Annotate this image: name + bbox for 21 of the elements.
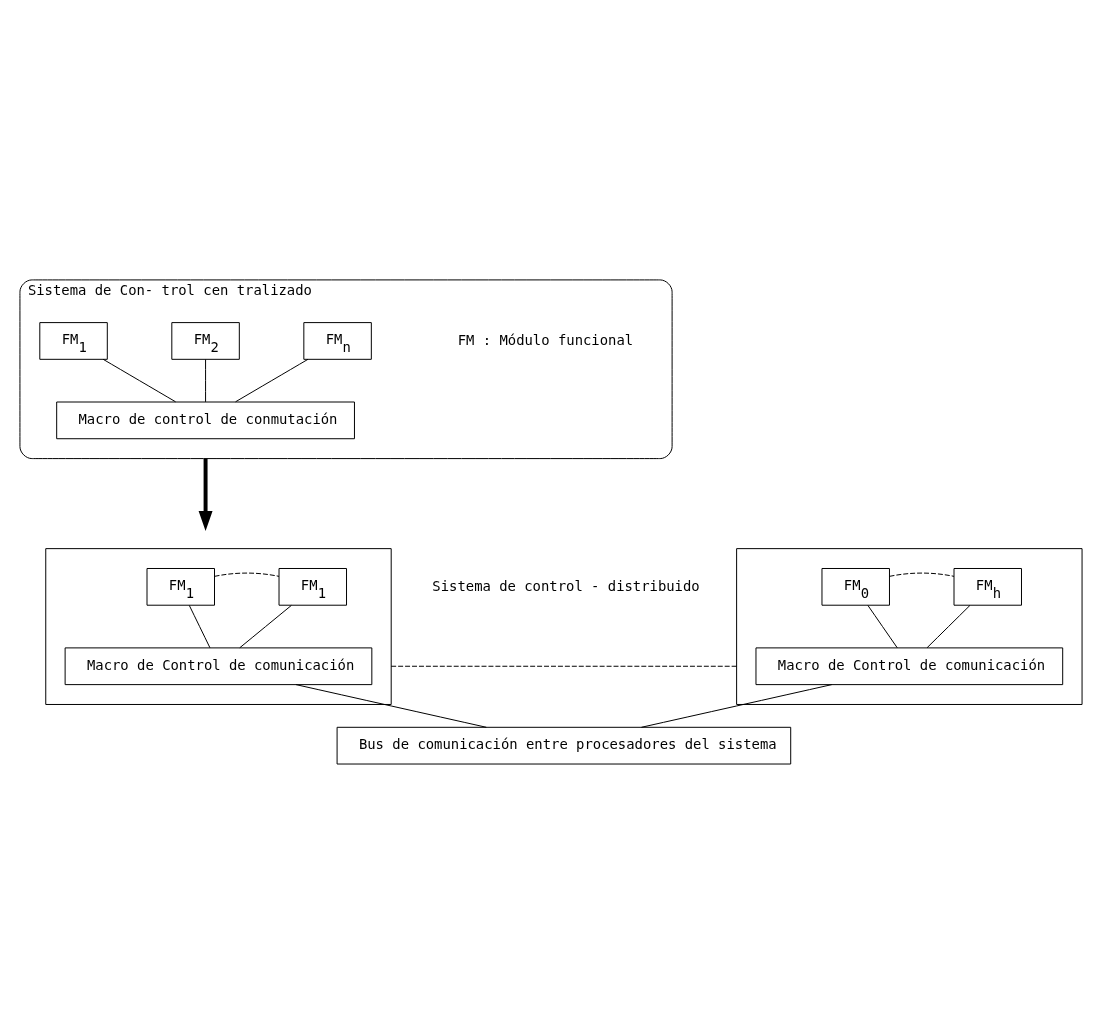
cluster — [736, 547, 1083, 705]
connector — [889, 572, 955, 577]
node-box: Macro de Control de comunicación — [755, 646, 1064, 685]
node-box: Macro de Control de comunicación — [64, 646, 373, 685]
connector — [640, 683, 833, 728]
node-box: Macro de control de conmutación — [56, 401, 355, 439]
connector — [390, 665, 738, 667]
connector — [235, 358, 309, 402]
arrow — [198, 458, 213, 531]
connector — [295, 683, 487, 728]
node-box: Bus de comunicación entre procesadores del sistema — [336, 726, 792, 765]
connector — [867, 604, 898, 648]
connector — [102, 358, 177, 402]
cluster — [45, 547, 392, 705]
connector — [214, 572, 280, 577]
connector — [205, 358, 207, 402]
connector — [188, 604, 211, 648]
label: FM : Módulo funcional — [457, 331, 634, 348]
connector — [926, 604, 971, 648]
label: Sistema de control - distribuido — [432, 577, 700, 594]
connector — [239, 604, 292, 648]
